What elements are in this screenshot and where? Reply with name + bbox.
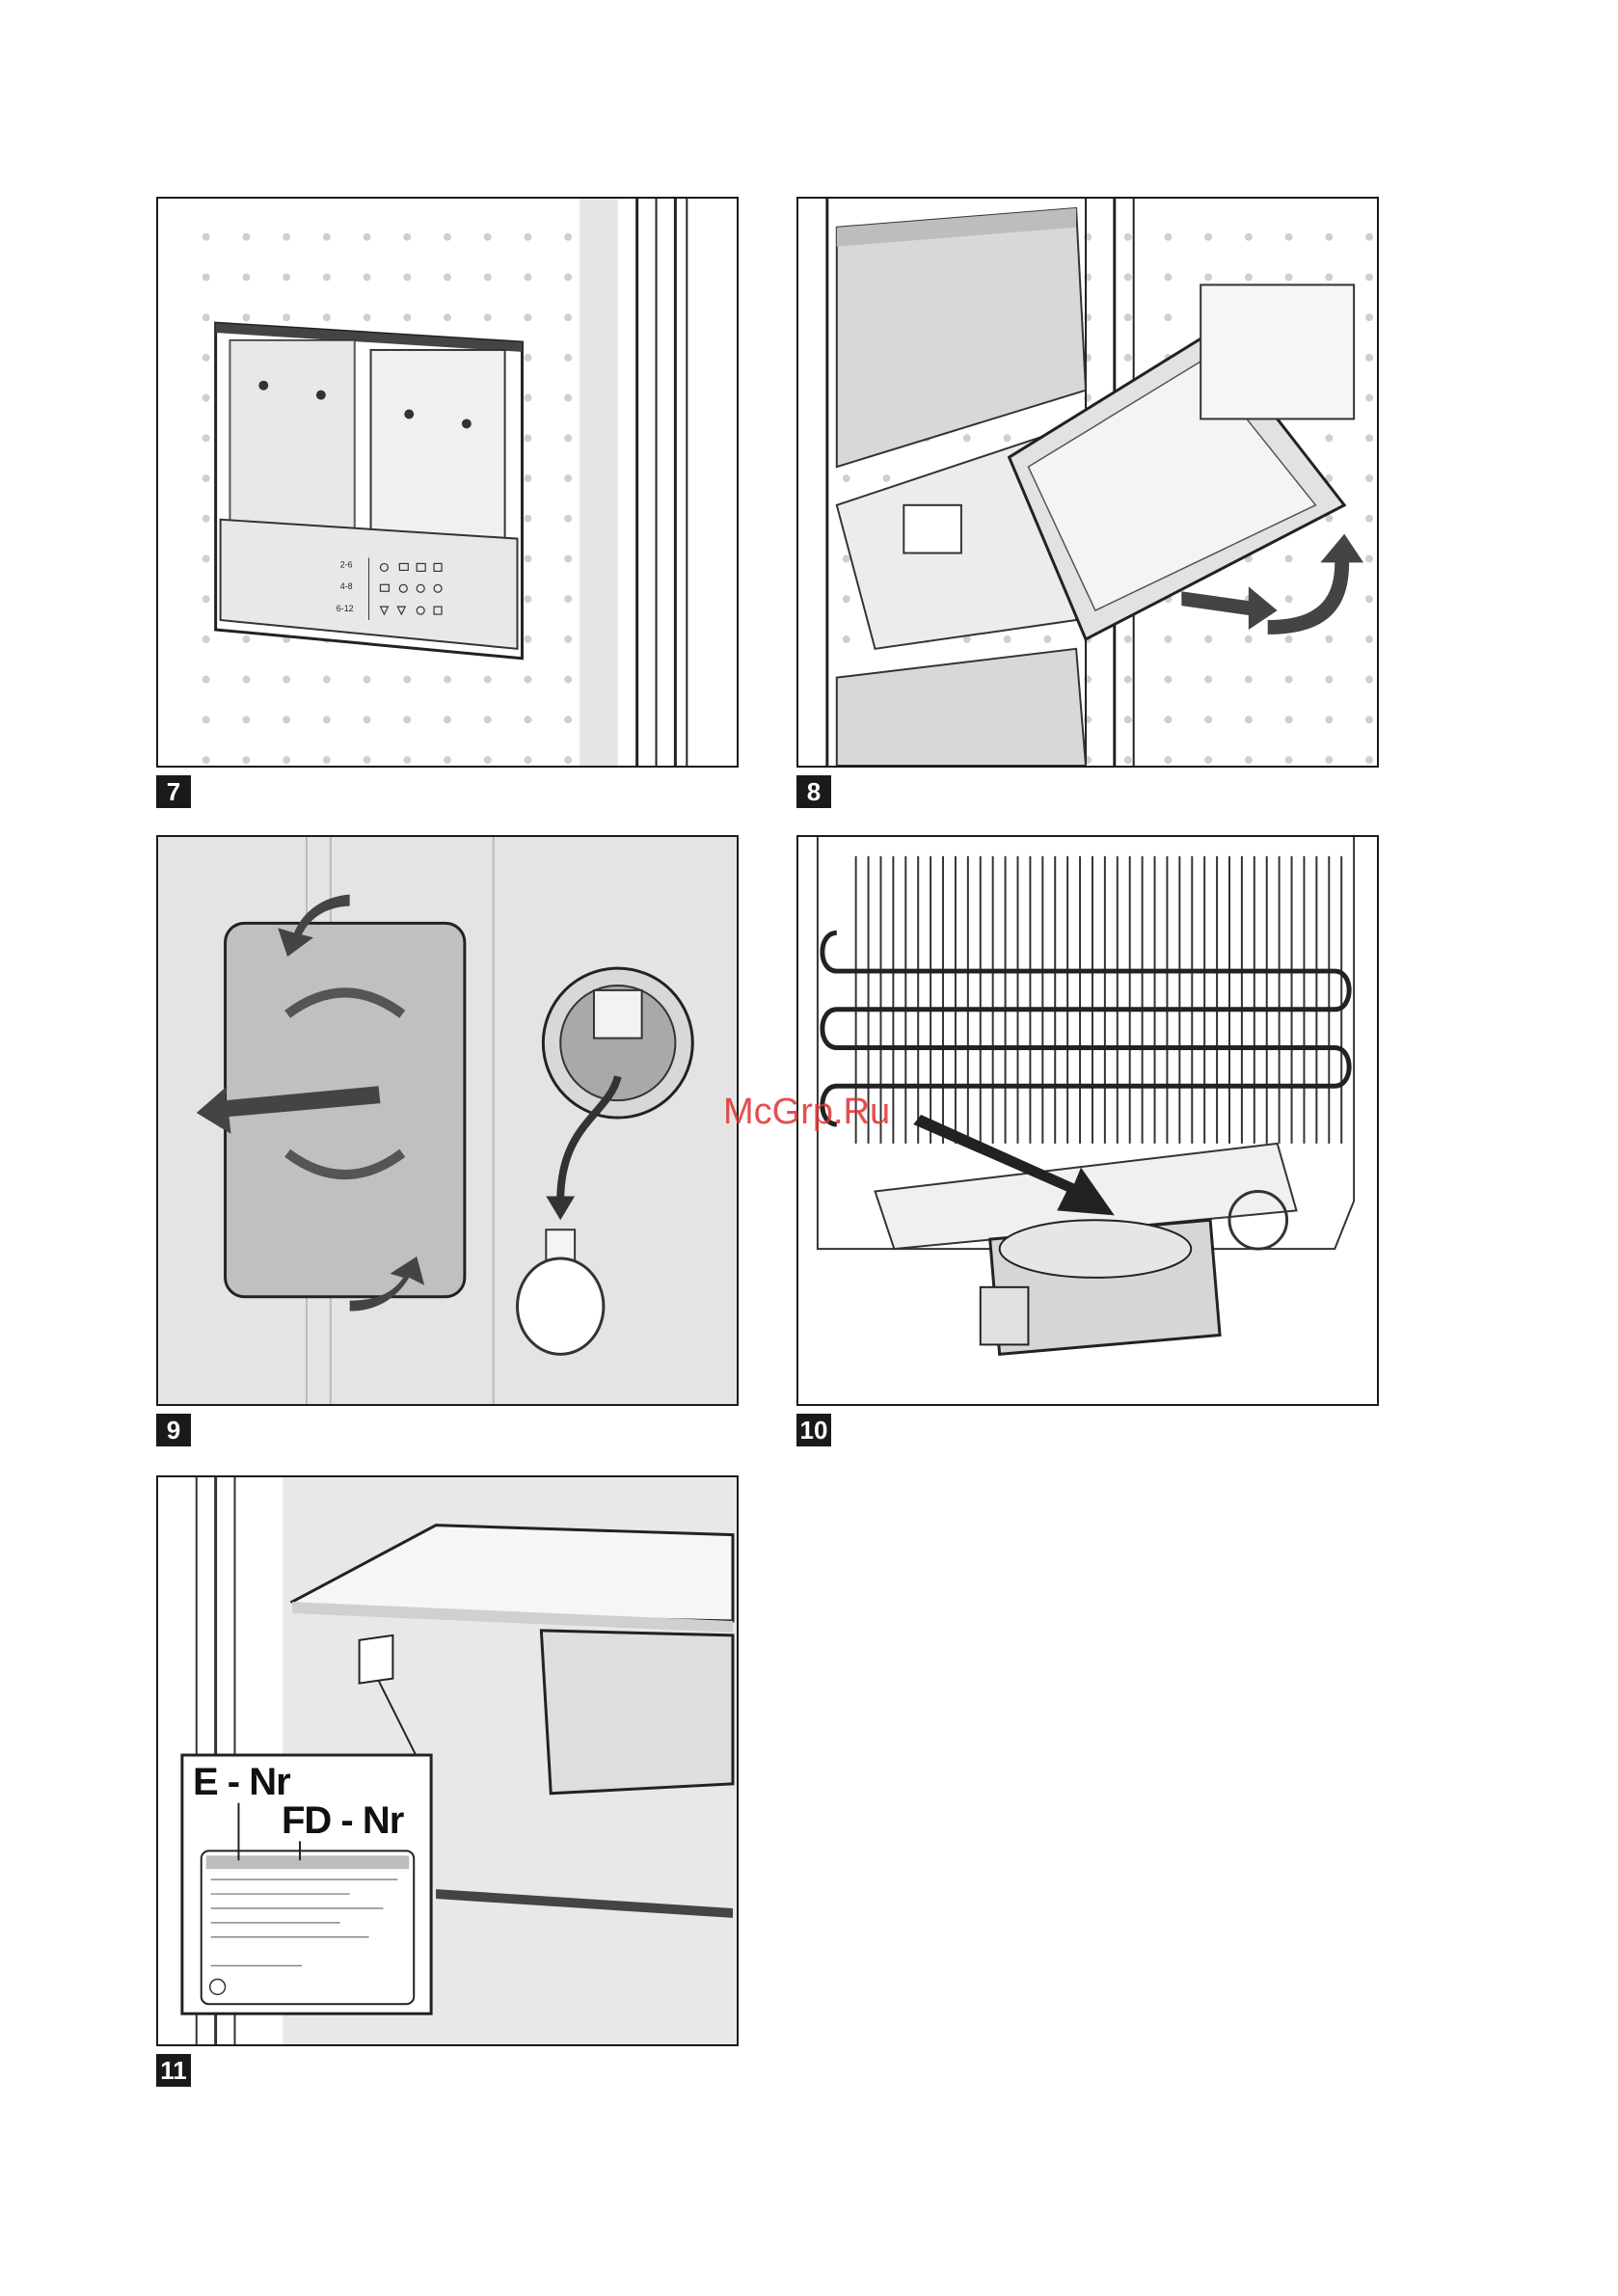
svg-text:6-12: 6-12 [337,604,354,613]
drawer-removal-drawing [798,199,1377,766]
figure-7-number: 7 [156,775,191,808]
freezer-chart-drawing: 2-6 4-8 6-12 [158,199,737,766]
svg-text:4-8: 4-8 [340,581,353,591]
figure-11-number: 11 [156,2054,191,2087]
figure-9-number: 9 [156,1414,191,1446]
lamp-replacement-drawing [158,837,737,1404]
figure-10-number: 10 [796,1414,831,1446]
e-nr-label: E - Nr [193,1761,290,1804]
svg-text:2-6: 2-6 [340,559,353,569]
watermark: McGrp.Ru [723,1092,890,1133]
figure-9-illustration [156,835,739,1406]
figure-8-illustration [796,197,1379,768]
figure-8-number: 8 [796,775,831,808]
figure-7-illustration: 2-6 4-8 6-12 [156,197,739,768]
fd-nr-label: FD - Nr [282,1799,403,1843]
